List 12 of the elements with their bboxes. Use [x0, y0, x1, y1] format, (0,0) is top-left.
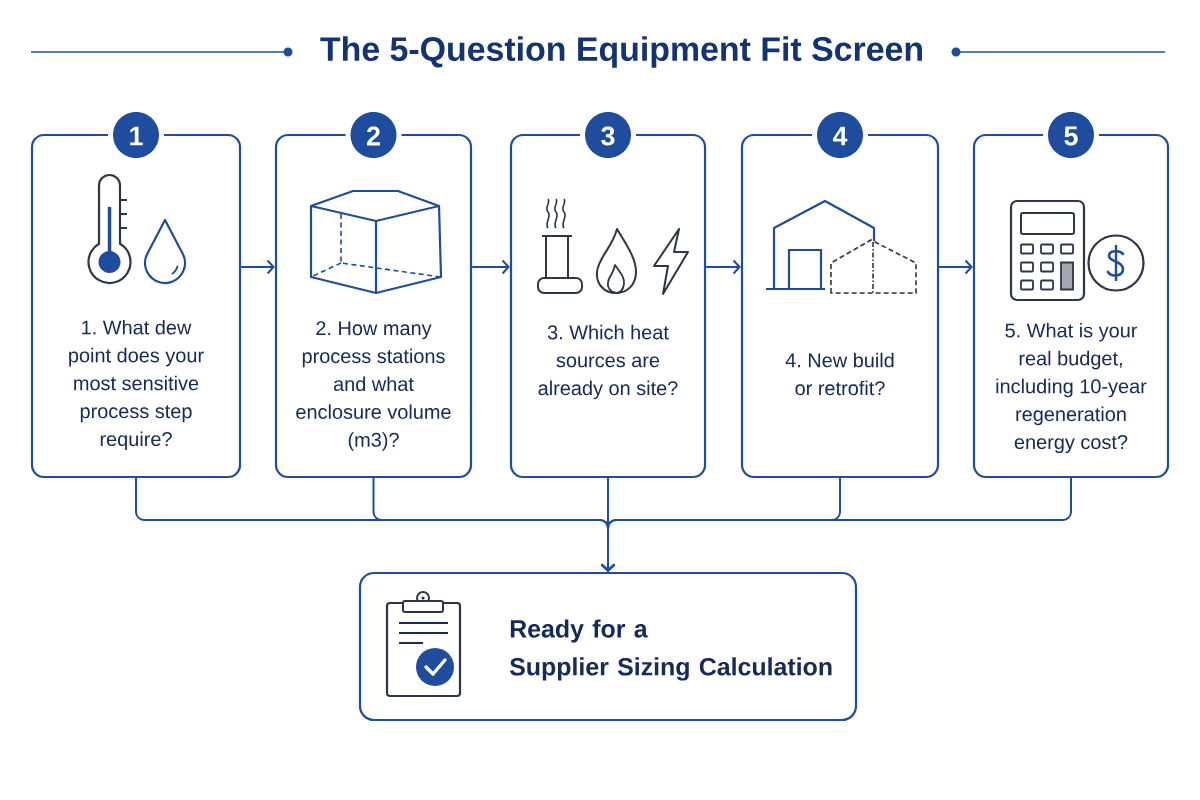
number-badge: 4 [817, 112, 863, 158]
number-badge: 3 [585, 112, 631, 158]
arrow [600, 477, 1072, 572]
arrow [471, 259, 510, 275]
number-badge: 5 [1048, 112, 1094, 158]
arrow [705, 259, 741, 275]
arrow [240, 259, 275, 275]
number-badge: 2 [350, 112, 397, 158]
arrow [938, 259, 973, 275]
result-box: Ready for a Supplier Sizing Calculation [358, 571, 858, 722]
number-badge: 1 [113, 112, 159, 158]
title: The 5-Question Equipment Fit Screen [320, 36, 922, 68]
